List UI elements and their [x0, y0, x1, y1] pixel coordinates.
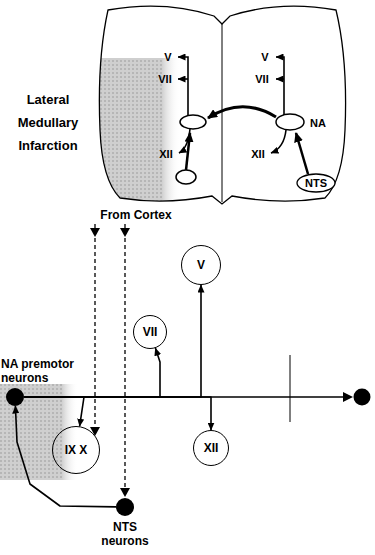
cortical-arrow	[120, 488, 130, 497]
cortical-arrow	[90, 228, 100, 237]
midline	[222, 24, 223, 202]
axon-connector	[15, 406, 116, 507]
medulla-outline	[99, 6, 345, 204]
infarct-fade	[62, 384, 78, 480]
projection-arrow	[271, 130, 286, 153]
cortical-arrow	[120, 228, 130, 237]
nucleus-label: XII	[204, 441, 219, 455]
structure-label: NA	[310, 117, 326, 130]
structure-label: VII	[158, 73, 171, 86]
projection-arrow	[178, 78, 188, 80]
midline	[290, 355, 291, 422]
na-ellipse	[276, 114, 304, 130]
na-ellipse	[180, 115, 206, 129]
nucleus-circle: VII	[133, 315, 167, 349]
infarct-shading	[0, 384, 62, 480]
axon-connector	[24, 397, 211, 430]
structure-label: NTS	[305, 177, 327, 190]
structure-label: XII	[159, 148, 172, 161]
projection-arrow	[276, 78, 284, 80]
structure-label: VII	[255, 73, 268, 86]
projection-arrow	[296, 133, 308, 174]
axon-connector	[24, 397, 84, 426]
terminal-arrow	[343, 392, 353, 402]
nucleus-circle: V	[181, 245, 221, 285]
contralateral-neuron	[354, 389, 371, 406]
cortical-input	[124, 224, 125, 489]
cortical-arrow	[90, 427, 100, 436]
projection-arrow	[179, 129, 190, 153]
structure-label: V	[261, 51, 268, 64]
structure-label: Lateral Medullary Infarction	[8, 88, 88, 157]
nts-ellipse	[297, 174, 335, 192]
projection-arrow	[178, 57, 188, 115]
neuron-label: NTS neurons	[95, 520, 155, 548]
structure-label: From Cortex	[100, 209, 171, 222]
neuron-dot: NA premotor neurons	[6, 388, 24, 406]
axon-connector	[24, 285, 201, 397]
infarct-shading	[96, 58, 162, 208]
structure-label: XII	[251, 148, 264, 161]
nucleus-label: VII	[143, 325, 158, 339]
neuron-label: NA premotor neurons	[1, 357, 81, 385]
nucleus-circle: XII	[193, 430, 229, 466]
structure-label: V	[164, 51, 171, 64]
crossed-projection-arrow	[208, 107, 276, 118]
nts-ellipse	[176, 170, 196, 184]
neuron-dot: NTS neurons	[116, 498, 134, 516]
projection-arrow	[276, 57, 284, 115]
nucleus-label: IX X	[65, 443, 88, 457]
nucleus-circle: IX X	[52, 426, 100, 474]
nucleus-label: V	[197, 258, 205, 272]
